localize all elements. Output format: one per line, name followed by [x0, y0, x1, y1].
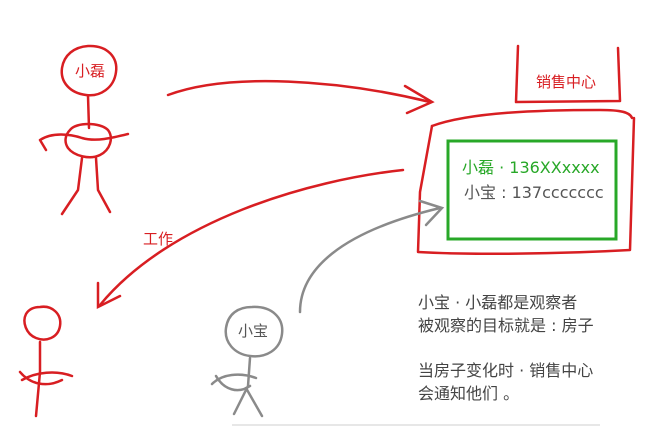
work-label: 工作 [143, 230, 173, 248]
arrow-to-sales-center [166, 79, 435, 115]
note-line: 小宝 · 小磊都是观察者 [418, 293, 577, 312]
arrow-to-xiaobao [298, 199, 445, 314]
xiaolei-arms [38, 132, 130, 152]
sales-center-label: 销售中心 [536, 73, 596, 91]
note-line: 被观察的目标就是 : 房子 [418, 316, 594, 335]
xiaobao-leg [244, 386, 264, 418]
contact-xiaolei: 小磊 · 136XXxxxx [462, 158, 600, 177]
contact-xiaobao: 小宝 : 137ccccccc [464, 183, 604, 202]
xiaobao-figure [210, 305, 284, 418]
xiaolei-neck [86, 94, 91, 130]
subscriber-list-box [446, 139, 618, 241]
observer-notes: 小宝 · 小磊都是观察者 被观察的目标就是 : 房子 当房子变化时 · 销售中心… [418, 293, 594, 403]
xiaolei-working-figure [18, 305, 74, 418]
sales-center-roof [430, 108, 634, 128]
sales-center-walls [416, 116, 636, 255]
note-line: 当房子变化时 · 销售中心 [418, 361, 593, 380]
xiaobao-label: 小宝 [238, 322, 268, 340]
sales-center-tag [514, 44, 622, 104]
xiaolei-body [64, 122, 112, 159]
arrow-head [403, 84, 435, 115]
xiaolei-head [60, 44, 118, 97]
working-figure-head [23, 305, 62, 341]
arrow-work [96, 168, 405, 310]
arrow-head [418, 199, 445, 227]
arrow-head [96, 281, 122, 310]
sales-center-building [416, 44, 636, 255]
note-line: 会通知他们 。 [418, 384, 519, 403]
working-figure-body [34, 340, 42, 418]
working-figure-arms [18, 370, 74, 386]
xiaobao-body [232, 356, 252, 416]
xiaolei-figure [38, 44, 130, 216]
xiaolei-label: 小磊 [75, 62, 105, 80]
xiaobao-head [224, 305, 284, 358]
xiaolei-legs [60, 156, 112, 216]
